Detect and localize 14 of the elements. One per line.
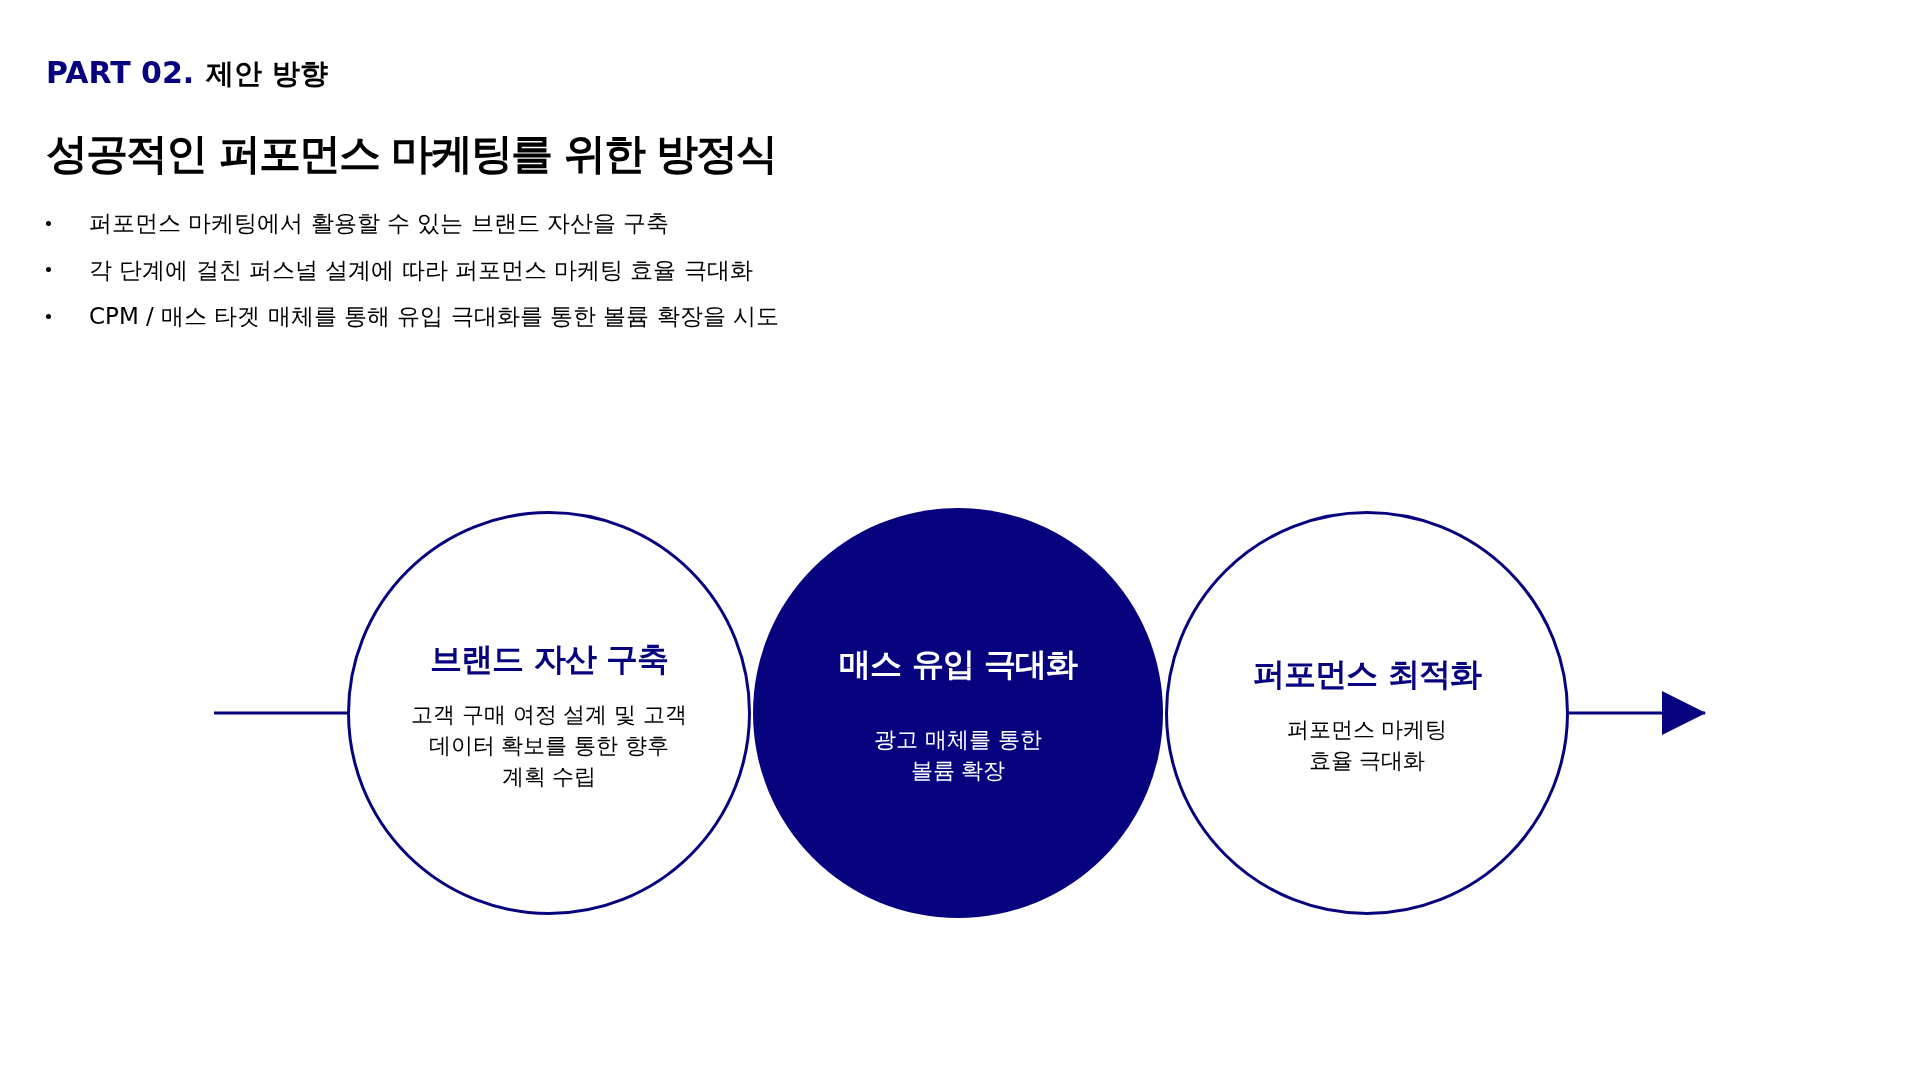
section-title: 제안 방향 xyxy=(206,56,328,92)
bullet-text: CPM / 매스 타겟 매체를 통해 유입 극대화를 통한 볼륨 확장을 시도 xyxy=(89,302,779,331)
circle-heading: 퍼포먼스 최적화 xyxy=(1253,654,1481,695)
circle-heading: 매스 유입 극대화 xyxy=(839,644,1077,685)
circle-description: 퍼포먼스 마케팅 효율 극대화 xyxy=(1285,716,1449,775)
slide-title: 성공적인 퍼포먼스 마케팅를 위한 방정식 xyxy=(46,128,777,180)
bullet-text: 각 단계에 걸친 퍼스널 설계에 따라 퍼포먼스 마케팅 효율 극대화 xyxy=(89,255,753,285)
connector-line xyxy=(214,711,347,715)
bullet-text: 퍼포먼스 마케팅에서 활용할 수 있는 브랜드 자산을 구축 xyxy=(89,209,670,238)
arrow xyxy=(1569,691,1706,735)
circle-description: 광고 매체를 통한 볼륨 확장 xyxy=(873,726,1043,785)
circle-heading: 브랜드 자산 구축 xyxy=(430,638,668,680)
circle-description: 고객 구매 여정 설계 및 고객 데이터 확보를 통한 향후 계획 수립 xyxy=(409,700,689,791)
part-number: PART 02. xyxy=(46,54,195,92)
